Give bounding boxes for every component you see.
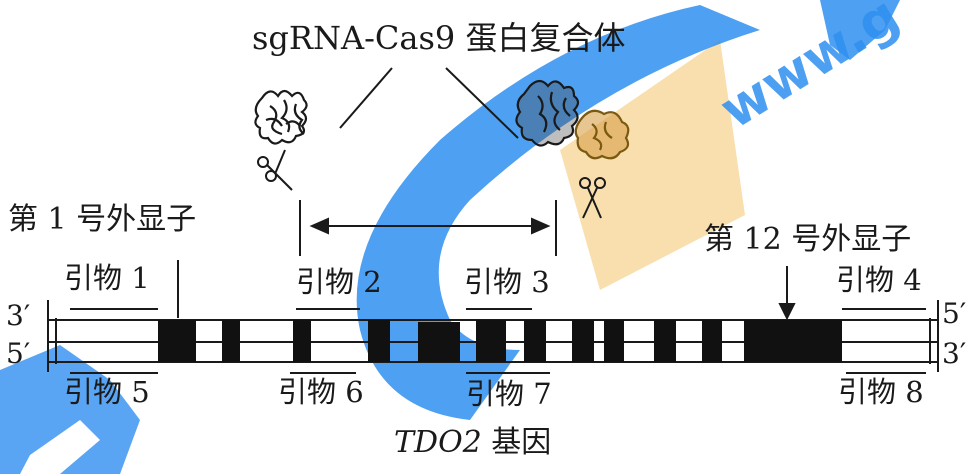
double-arrow bbox=[309, 217, 551, 235]
exon-block bbox=[476, 320, 506, 362]
watermark-orange-shape bbox=[560, 40, 745, 290]
primer-7-label: 引物 7 bbox=[466, 377, 552, 411]
exon12-arrow bbox=[778, 266, 796, 321]
strand-label-bottom-right: 3′ bbox=[942, 337, 967, 370]
exon12-arrow-head bbox=[778, 303, 796, 321]
primer-5-label: 引物 5 bbox=[64, 375, 150, 409]
exon-block bbox=[572, 320, 594, 362]
primer-lines bbox=[70, 308, 926, 374]
exon-block bbox=[604, 320, 624, 362]
primer-4-label: 引物 4 bbox=[836, 263, 922, 297]
exon-block bbox=[222, 320, 240, 362]
complex-leader-right bbox=[445, 67, 519, 139]
double-arrow-right-head bbox=[531, 217, 551, 235]
primer-8-label: 引物 8 bbox=[838, 375, 924, 409]
double-arrow-left-head bbox=[309, 217, 329, 235]
exon-block bbox=[418, 322, 460, 362]
exon-block bbox=[158, 320, 196, 362]
exon-block bbox=[744, 320, 842, 362]
primer-6-label: 引物 6 bbox=[278, 375, 364, 409]
primer-2-label: 引物 2 bbox=[296, 265, 382, 299]
scissors-right-icon bbox=[579, 177, 606, 219]
gene-label: TDO2 基因 bbox=[394, 428, 551, 458]
complex-leader-left bbox=[339, 67, 393, 129]
gene-suffix: 基因 bbox=[491, 425, 552, 460]
exon-block bbox=[524, 320, 546, 362]
watermark-blue-left bbox=[0, 345, 140, 474]
complex-label: sgRNA-Cas9 蛋白复合体 bbox=[252, 19, 626, 57]
watermark-blue-left-2 bbox=[20, 420, 100, 474]
primer-1-label: 引物 1 bbox=[64, 261, 150, 295]
strand-label-top-left: 3′ bbox=[6, 299, 31, 332]
exon-block bbox=[702, 320, 722, 362]
gene-name: TDO2 bbox=[394, 425, 482, 460]
exon1-label: 第 1 号外显子 bbox=[8, 202, 197, 237]
primer-3-label: 引物 3 bbox=[464, 265, 550, 299]
watermark-blue-arc bbox=[356, 5, 760, 420]
cas9-protein-right-icon bbox=[515, 79, 630, 160]
cas9-protein-left-icon bbox=[254, 89, 308, 145]
exon12-label: 第 12 号外显子 bbox=[704, 222, 912, 257]
exon-block bbox=[293, 320, 311, 362]
exon-block bbox=[654, 320, 676, 362]
scissors-left-icon bbox=[257, 149, 293, 191]
exon-block bbox=[368, 320, 390, 362]
strand-label-top-right: 5′ bbox=[942, 297, 967, 330]
exon-blocks bbox=[158, 320, 842, 362]
watermark-blue-topright bbox=[820, 0, 900, 60]
strand-label-bottom-left: 5′ bbox=[6, 337, 31, 370]
